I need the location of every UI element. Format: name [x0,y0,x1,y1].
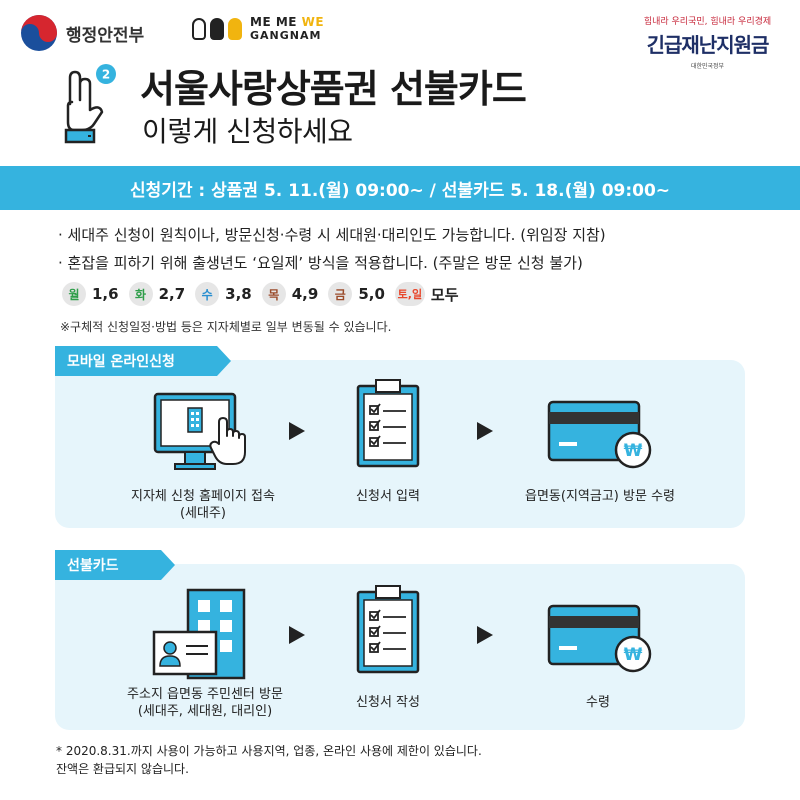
hand-two-fingers-icon: 2 [64,64,116,144]
clipboard-checklist-icon [356,585,420,674]
card-won-icon: ₩ [547,400,652,469]
page-subtitle: 이렇게 신청하세요 [142,115,353,148]
bulb-yellow-icon [228,18,242,40]
bulb-outline-icon [192,18,206,40]
birth-year-digits: 모두 [430,285,459,304]
note-line2: 잔액은 환급되지 않습니다. [56,762,189,776]
notice-item: · 혼잡을 피하기 위해 출생년도 ‘요일제’ 방식을 적용합니다. (주말은 … [58,254,583,272]
next-arrow-icon [289,422,305,440]
brand-title: 긴급재난지원금 [646,33,770,57]
step-caption: 주소지 읍면동 주민센터 방문 (세대주, 세대원, 대리인) [100,686,310,720]
partner-logo-we: WE [301,15,325,29]
partner-logo-line2: GANGNAM [250,29,322,42]
card-won-icon: ₩ [547,604,652,673]
step-caption-line1: 신청서 입력 [356,489,420,504]
step-caption-line1: 신청서 작성 [356,695,420,710]
next-arrow-icon [477,422,493,440]
brand-tagline: 힘내라 우리국민, 힘내라 우리경제 [643,17,772,27]
birth-year-digits: 1,6 [92,285,119,303]
schedule-item: 수 3,8 [195,282,252,306]
birth-year-digits: 2,7 [158,285,186,303]
day-badge: 월 [62,282,86,306]
step-caption: 지자체 신청 홈페이지 접속 (세대주) [108,488,298,522]
clipboard-checklist-icon [356,379,420,468]
schedule-item: 화 2,7 [128,282,186,306]
weekday-schedule: 월 1,6 화 2,7 수 3,8 목 4,9 금 5,0 토,일 모두 [62,282,469,306]
schedule-note: ※구체적 신청일정·방법 등은 지자체별로 일부 변동될 수 있습니다. [60,320,392,334]
step-caption: 읍면동(지역금고) 방문 수령 [500,488,700,505]
step-caption: 신청서 작성 [338,694,438,711]
step-caption-line1: 지자체 신청 홈페이지 접속 [131,489,275,504]
day-badge: 금 [328,282,353,306]
computer-click-icon [153,392,246,470]
bulb-black-icon [210,18,224,40]
usage-restriction-note: * 2020.8.31.까지 사용이 가능하고 사용지역, 업종, 온라인 사용… [56,742,482,778]
step-caption: 수령 [548,694,648,711]
schedule-item: 금 5,0 [328,282,385,306]
schedule-item: 토,일 모두 [394,282,459,306]
step-caption-line1: 수령 [586,695,610,710]
ministry-logo: 행정안전부 [20,14,144,52]
application-period-banner: 신청기간 : 상품권 5. 11.(월) 09:00~ / 선불카드 5. 18… [0,166,800,210]
step-badge-number: 2 [102,68,110,82]
notice-item: · 세대주 신청이 원칙이나, 방문신청·수령 시 세대원·대리인도 가능합니다… [58,226,606,244]
birth-year-digits: 4,9 [291,285,319,303]
step-caption: 신청서 입력 [338,488,438,505]
section-tag-mobile: 모바일 온라인신청 [55,346,231,376]
birth-year-digits: 3,8 [225,285,252,303]
schedule-item: 월 1,6 [62,282,119,306]
ministry-name: 행정안전부 [66,25,145,46]
svg-text:₩: ₩ [624,645,643,665]
day-badge: 목 [261,282,286,306]
step-caption-line1: 주소지 읍면동 주민센터 방문 [127,687,283,702]
page-title: 서울사랑상품권 선불카드 [140,67,527,111]
birth-year-digits: 5,0 [358,285,385,303]
next-arrow-icon [477,626,493,644]
brand-sub: 대한민국정부 [690,63,725,70]
svg-text:₩: ₩ [624,441,643,461]
section-tag-prepaid: 선불카드 [55,550,175,580]
step-caption-line1: 읍면동(지역금고) 방문 수령 [525,489,675,504]
relief-fund-brand: 힘내라 우리국민, 힘내라 우리경제 긴급재난지원금 대한민국정부 [635,14,780,70]
next-arrow-icon [289,626,305,644]
day-badge: 수 [195,282,220,306]
step-caption-line2: (세대주, 세대원, 대리인) [137,704,273,719]
day-badge: 화 [128,282,153,306]
partner-logo-line1: ME ME [250,15,302,29]
step-caption-line2: (세대주) [179,506,227,521]
taegeuk-emblem-icon [21,15,57,51]
schedule-item: 목 4,9 [261,282,319,306]
building-id-card-icon [152,588,246,680]
note-line1: * 2020.8.31.까지 사용이 가능하고 사용지역, 업종, 온라인 사용… [56,744,482,758]
day-badge-weekend: 토,일 [394,282,425,306]
memewe-gangnam-logo: ME ME WE GANGNAM [192,16,324,42]
